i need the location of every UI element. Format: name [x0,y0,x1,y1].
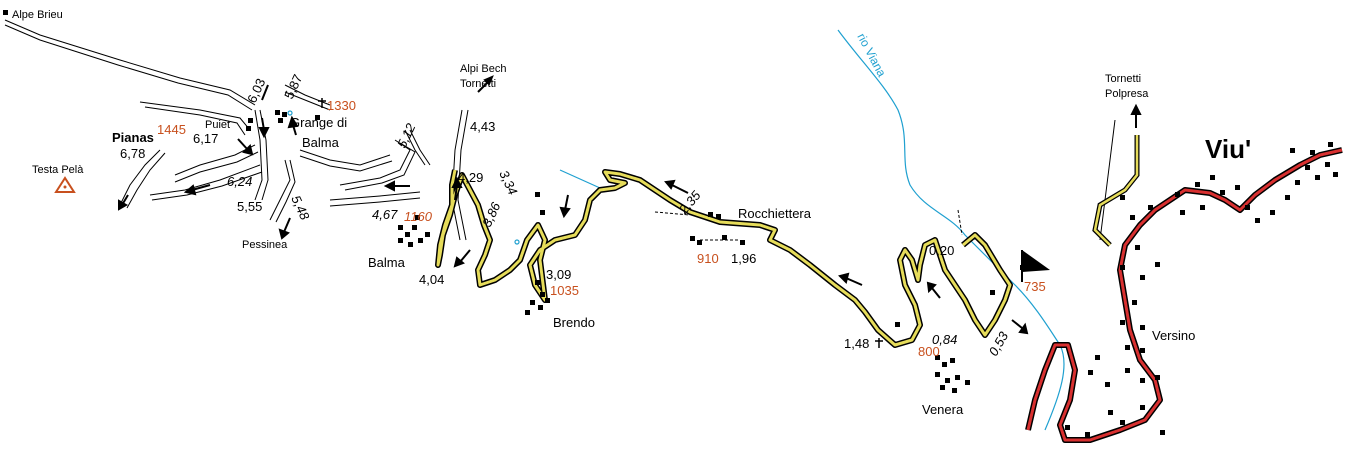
distance-624: 6,24 [227,174,252,189]
distance-404: 4,04 [419,272,444,287]
start-flag-icon [1021,250,1050,282]
river-rio-viana [287,29,1065,431]
summit-triangle-icon [54,176,76,193]
church-cross-icon [318,98,883,348]
place-rocchiettera: Rocchiettera [738,206,812,221]
distance-386: 3,86 [479,199,504,229]
place-puiet: Puiet [205,119,230,131]
distance-467: 4,67 [372,207,398,222]
distance-443: 4,43 [470,119,495,134]
place-balma: Balma [368,255,406,270]
distance-512: 5,12 [394,120,419,150]
distance-678: 6,78 [120,146,145,161]
distance-196: 1,96 [731,251,756,266]
distance-548: 5,48 [288,193,313,223]
altitude-1160: 1160 [404,209,433,224]
place-grange-di: Grange di [290,115,347,130]
altitude-1330: 1330 [327,98,356,113]
altitude-910: 910 [697,251,719,266]
direction-arrow-icon [118,75,1142,335]
place-alpi-bech: Alpi Bech [460,63,506,75]
place-brendo: Brendo [553,315,595,330]
distance-587: 5,87 [281,72,305,101]
place-tornetti-2: Tornetti [1105,73,1141,85]
distance-084: 0,84 [932,332,957,347]
altitude-735: 735 [1024,279,1046,294]
place-grange-balma: Balma [302,135,340,150]
place-alpe-brieu: Alpe Brieu [12,9,63,21]
distance-555: 5,55 [237,199,262,214]
route-path [435,135,1140,348]
distance-020: 0,20 [929,243,954,258]
distance-429: 4,29 [458,170,483,185]
altitude-1445: 1445 [157,122,186,137]
place-viu: Viu' [1205,134,1251,164]
altitude-800: 800 [918,344,940,359]
place-tornetti-1: Tornetti [460,78,496,90]
place-pessinea: Pessinea [242,239,288,251]
distance-309: 3,09 [546,267,571,282]
place-versino: Versino [1152,328,1195,343]
place-venera: Venera [922,402,964,417]
main-road [1025,147,1343,443]
distance-334: 3,34 [496,168,520,197]
place-polpresa: Polpresa [1105,88,1149,100]
place-pianas: Pianas [112,130,154,145]
altitude-1035: 1035 [550,283,579,298]
distance-617: 6,17 [193,131,218,146]
place-testa-pela: Testa Pelà [32,164,84,176]
distance-148: 1,48 [844,336,869,351]
building-icon [3,10,1338,437]
